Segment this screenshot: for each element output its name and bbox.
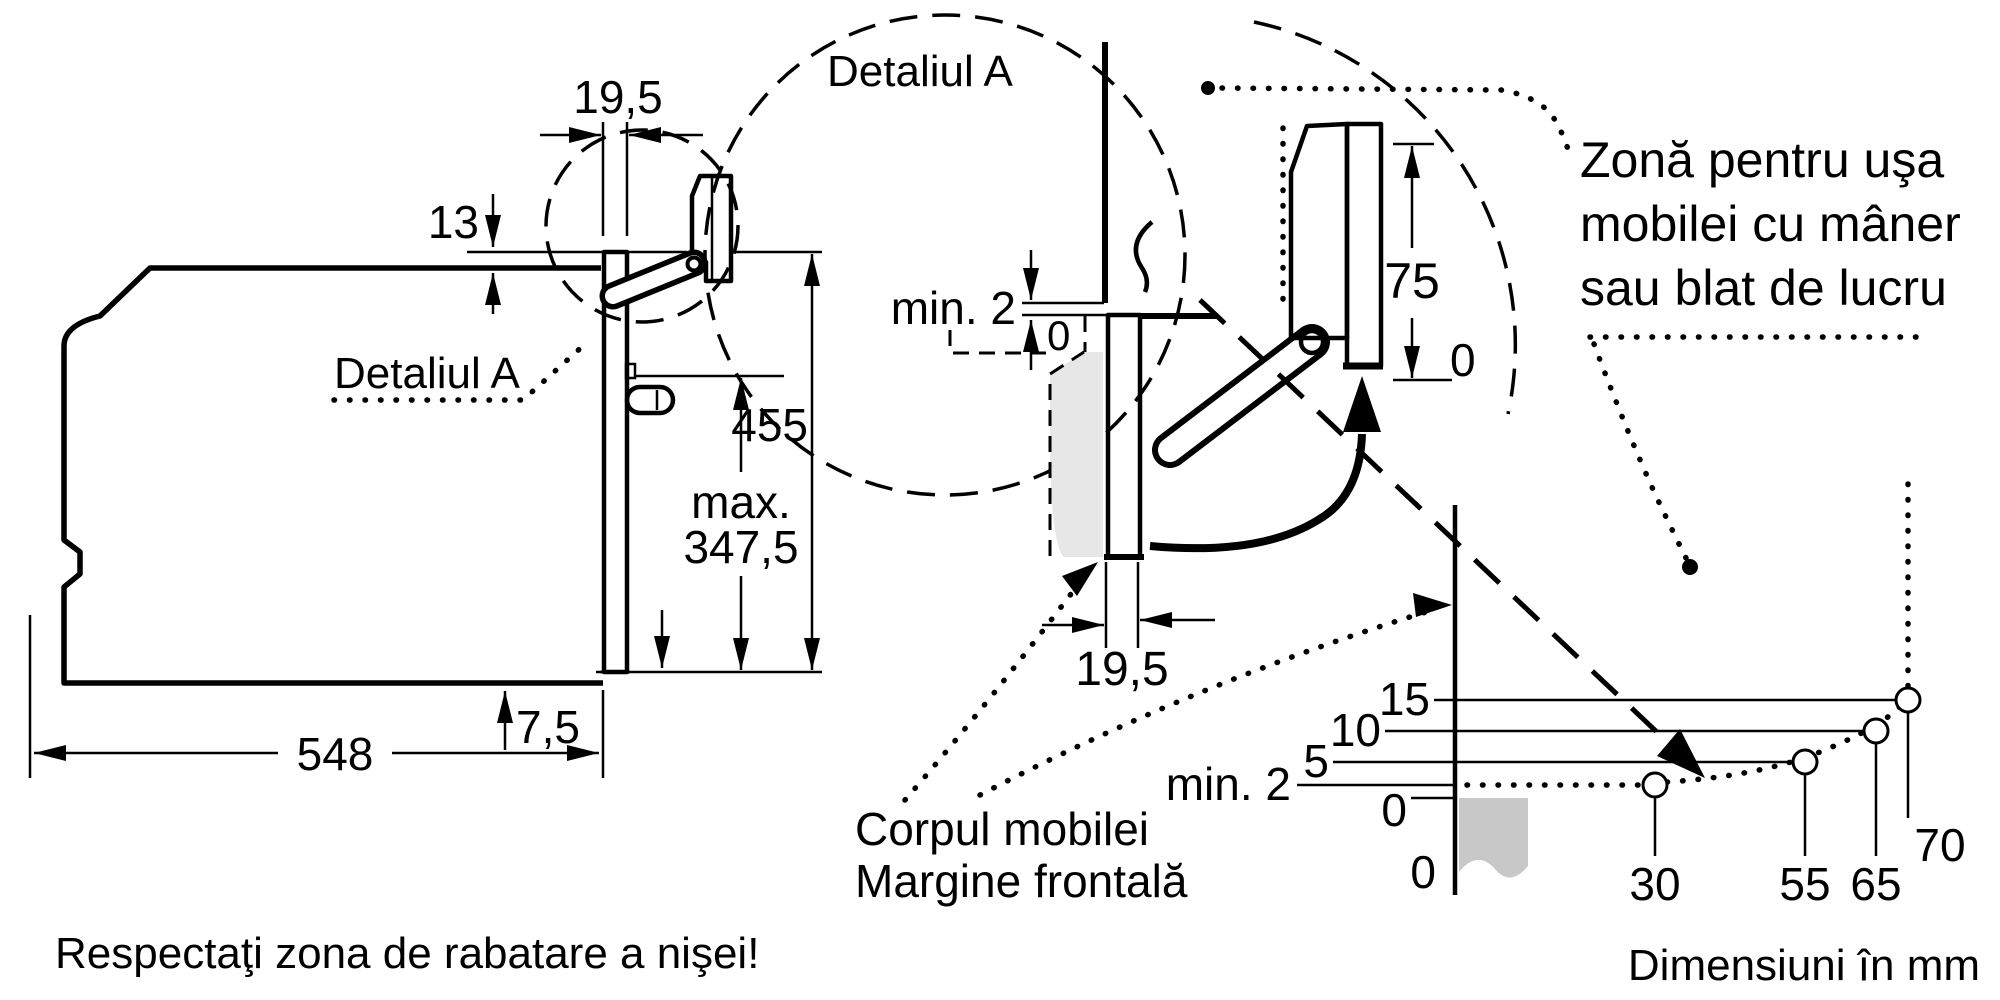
hinge-pivot-detail: [1298, 328, 1326, 356]
gap-y-5: 5: [1303, 735, 1329, 787]
dim-7-5: 7,5: [497, 610, 670, 753]
dim-19-5-top-value: 19,5: [573, 71, 663, 123]
marker-30: [1641, 771, 1669, 799]
gap-x-55: 55: [1779, 858, 1830, 910]
dim-13: 13: [428, 194, 501, 314]
dim-19-5-detail: 19,5: [1042, 562, 1215, 696]
dim-548-value: 548: [297, 728, 374, 780]
door-notch: [624, 362, 637, 380]
caption-leaders: [902, 562, 1452, 803]
warning-note: Respectaţi zona de rabatare a nişei!: [55, 929, 759, 978]
furniture-panel-section: [1459, 798, 1528, 878]
hinge-arm: [599, 249, 708, 310]
door-closed-zone-dashes: [1048, 350, 1085, 556]
zone-leader-top: [1201, 81, 1571, 153]
dim-max-347-5: max. 347,5: [636, 374, 799, 670]
marker-65: [1862, 717, 1890, 745]
dim-75: 75 0: [1384, 142, 1476, 386]
dim-zero-top-value: 0: [1047, 312, 1070, 359]
dim-min-2-top: min. 2 0: [891, 250, 1107, 370]
door-zone-note-leader: [1591, 341, 1689, 561]
dim-max-value: 347,5: [683, 521, 798, 573]
door-zone-note-leader-dot: [1682, 559, 1698, 575]
furniture-door-detail: [1288, 121, 1384, 370]
door-handle: [624, 384, 676, 416]
dim-zero-side-value: 0: [1450, 334, 1476, 386]
dim-548: 548: [28, 615, 605, 780]
marker-70: [1894, 686, 1922, 714]
door-closed-zone: [1050, 352, 1103, 557]
detail-a-label-left: Detaliul A: [331, 342, 587, 403]
furniture-body-label: Corpul mobilei: [855, 803, 1149, 855]
hinge-arm-detail: [1133, 220, 1330, 468]
door-zone-note: Zonă pentru uşa mobilei cu mâner sau bla…: [1580, 132, 1961, 575]
detail-a-label-left-text: Detaliul A: [334, 349, 521, 398]
dim-75-value: 75: [1384, 253, 1440, 309]
gap-y-10: 10: [1330, 704, 1381, 756]
gap-y-min2: min. 2: [1166, 758, 1291, 810]
gap-y-15: 15: [1379, 673, 1430, 725]
dim-13-value: 13: [428, 196, 479, 248]
gap-chart-leader: [1198, 298, 1705, 778]
gap-x-65: 65: [1850, 858, 1901, 910]
oven-side-view: 19,5 13 Detaliul A 455 max. 347,5: [28, 71, 822, 780]
dim-max-label: max.: [691, 476, 791, 528]
oven-body-outline: [61, 265, 603, 686]
detail-a-circle-big: [703, 13, 1187, 497]
door-swing-arc: [1253, 20, 1518, 415]
hinge-pivot: [685, 255, 703, 273]
dim-19-5-top: 19,5: [540, 71, 703, 236]
front-edge-label: Margine frontală: [855, 855, 1188, 907]
oven-front-frame: [1105, 312, 1143, 560]
dim-7-5-value: 7,5: [516, 701, 580, 753]
detail-a-view: Detaliul A min. 2 0: [703, 13, 1705, 803]
gap-x-70: 70: [1914, 819, 1965, 871]
units-note: Dimensiuni în mm: [1628, 941, 1980, 990]
clearance-curve: [1664, 701, 1905, 785]
dim-19-5-detail-value: 19,5: [1075, 643, 1168, 696]
gap-x-30: 30: [1629, 858, 1680, 910]
gap-x-0: 0: [1410, 846, 1436, 898]
dim-455: 455: [596, 254, 822, 674]
rotation-arrow: [1149, 376, 1381, 553]
marker-55: [1791, 748, 1819, 776]
door-zone-note-line3: sau blat de lucru: [1580, 260, 1947, 316]
zero-reference-dashes: [948, 330, 1046, 355]
door-zone-note-line1: Zonă pentru uşa: [1580, 132, 1944, 188]
gap-chart: 15 10 5 min. 2 0 0 30 55 65 70: [1166, 467, 1966, 910]
gap-y-0: 0: [1381, 784, 1407, 836]
dim-min-2-top-value: min. 2: [891, 282, 1016, 334]
door-zone-note-line2: mobilei cu mâner: [1580, 196, 1961, 252]
detail-a-label-big: Detaliul A: [827, 47, 1014, 96]
